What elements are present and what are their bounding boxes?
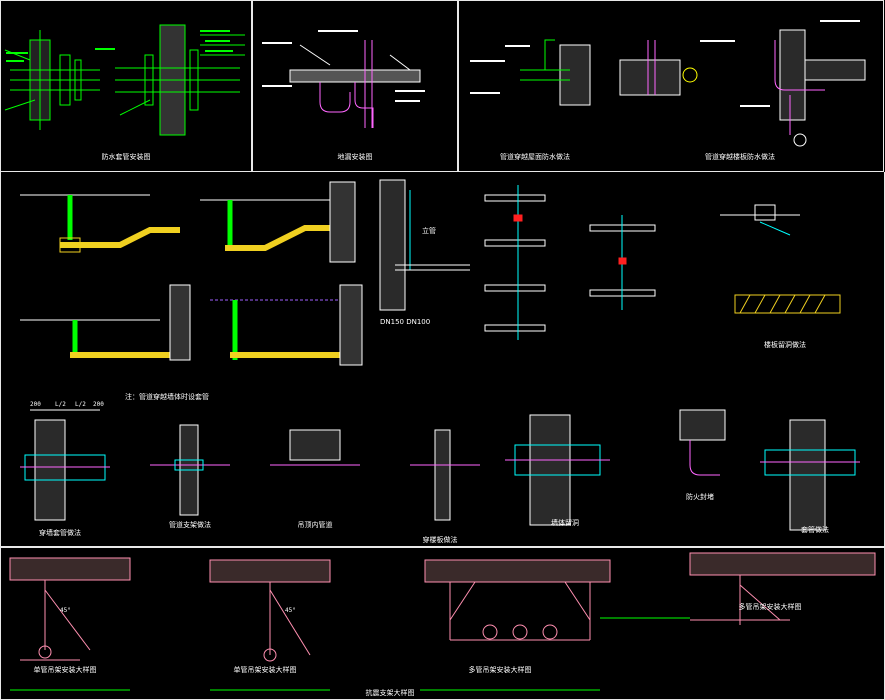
slab-penetration-group [484, 185, 546, 340]
pipe-connection-1 [20, 194, 180, 253]
caption-top-1: 防水套管安装图 [101, 153, 151, 161]
note-wall-text: 注：管道穿越墙体时设套管 [125, 393, 209, 401]
pipe-connection-3 [20, 284, 191, 361]
floor-opening-detail [720, 204, 800, 236]
roof-penetration-detail-3 [774, 29, 866, 147]
caption-row3-6: 防火封堵 [686, 493, 714, 501]
caption-row3-5: 墙体留洞 [551, 519, 579, 527]
wall-sleeve-detail-1 [4, 30, 100, 130]
note-spec: DN150 DN100 [380, 318, 431, 326]
angle-label-1: 45° [60, 607, 71, 614]
dim-4: 200 [93, 401, 104, 408]
dim-1: 200 [30, 401, 41, 408]
panel-top-2 [252, 0, 458, 172]
hanger-detail-1 [9, 557, 131, 661]
riser-section [379, 179, 470, 311]
sleeve-section-7 [760, 419, 860, 531]
wall-section-1 [329, 181, 356, 263]
caption-row3-2: 管道支架做法 [169, 521, 211, 529]
note-pipe: 立管 [422, 227, 436, 235]
caption-row3-1: 穿墙套管做法 [39, 529, 81, 537]
caption-top-4: 管道穿越楼板防水做法 [705, 153, 775, 161]
sleeve-section-4 [410, 429, 480, 521]
hanger-detail-2 [209, 559, 331, 662]
floor-drain-detail [289, 40, 421, 128]
wall-sleeve-detail-2 [115, 24, 245, 136]
sleeve-section-1 [20, 409, 110, 521]
caption-middle-right: 楼板留洞做法 [764, 341, 806, 349]
caption-row3-7: 套管做法 [801, 526, 829, 534]
sleeve-section-3 [270, 429, 360, 466]
caption-bottom-4: 多管吊架安装大样图 [738, 603, 802, 611]
dim-2: L/2 [55, 401, 66, 408]
angle-label-2: 45° [285, 607, 296, 614]
caption-bottom-3: 多管吊架安装大样图 [468, 666, 532, 674]
caption-bottom-center: 抗震支架大样图 [365, 689, 415, 697]
slab-hatch-detail [734, 294, 841, 314]
slab-penetration-group-2 [589, 215, 656, 310]
pipe-connection-2 [200, 199, 345, 251]
sleeve-section-6 [679, 409, 726, 476]
hanger-detail-3 [424, 559, 611, 641]
caption-bottom-2: 单管吊架安装大样图 [233, 666, 297, 674]
hanger-detail-4 [689, 552, 876, 625]
dim-3: L/2 [75, 401, 86, 408]
roof-penetration-detail-2 [619, 40, 698, 96]
roof-penetration-detail-1 [520, 39, 591, 106]
pipe-connection-4 [210, 284, 363, 366]
caption-row3-3: 吊顶内管道 [297, 521, 333, 529]
panel-top-1 [0, 0, 252, 172]
caption-row3-4: 穿楼板做法 [422, 536, 458, 544]
sleeve-section-5 [505, 414, 610, 526]
caption-bottom-1: 单管吊架安装大样图 [33, 666, 97, 674]
caption-top-3: 管道穿越屋面防水做法 [500, 153, 570, 161]
sleeve-section-2 [150, 424, 230, 516]
panel-top-3 [458, 0, 884, 172]
caption-top-2: 地漏安装图 [337, 153, 373, 161]
